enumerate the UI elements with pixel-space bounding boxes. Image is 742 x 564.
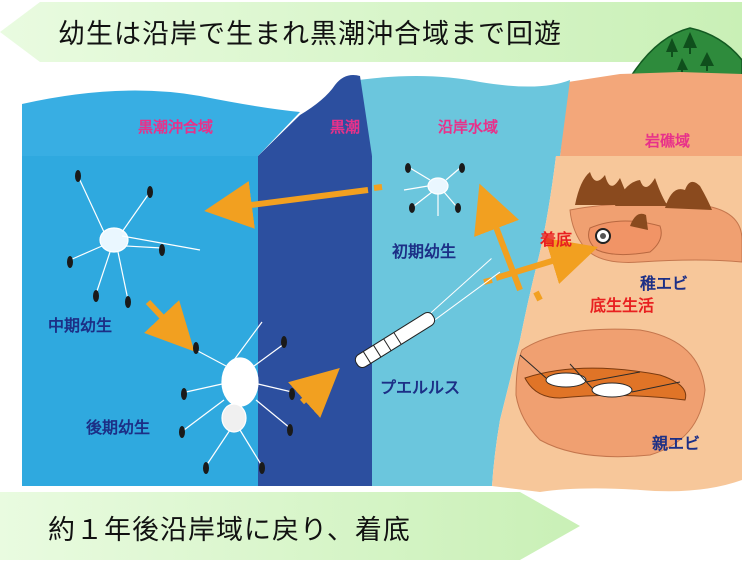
zone-label-coastal: 沿岸水域 [438, 118, 499, 136]
arrow-early-up [474, 183, 523, 292]
middle-larva-icon [69, 175, 201, 301]
offshore-zone-top [22, 90, 300, 156]
adult-lobster-icon [519, 354, 681, 398]
rocky-zone-top [560, 72, 742, 156]
top-banner-arrow [0, 2, 742, 62]
top-banner-text: 幼生は沿岸で生まれ黒潮沖合域まで回遊 [58, 19, 562, 50]
stage-label-puerulus: プエルルス [380, 378, 461, 397]
arrow-middle-to-late [144, 299, 195, 352]
kuroshio-zone-top [258, 75, 372, 156]
kuroshio-zone [258, 156, 372, 486]
coastal-zone [372, 156, 556, 486]
stage-label-early-larva: 初期幼生 [392, 242, 457, 261]
stage-label-adult: 親エビ [652, 434, 701, 453]
event-label-benthic-life: 底生生活 [590, 296, 655, 315]
bottom-banner-text: 約１年後沿岸域に戻り、着底 [48, 515, 411, 546]
seaweed-icon [575, 172, 712, 230]
zone-label-offshore: 黒潮沖合域 [138, 118, 214, 136]
late-larva-icon [183, 321, 293, 467]
event-label-settlement: 着底 [540, 230, 573, 249]
migration-arrows [144, 181, 598, 418]
stage-label-juvenile: 稚エビ [640, 274, 689, 293]
coastal-zone-top [345, 76, 570, 156]
arrow-late-to-puerulus [288, 367, 340, 418]
stage-label-middle-larva: 中期幼生 [48, 316, 113, 335]
bottom-banner-arrow [0, 492, 580, 560]
puerulus-icon [354, 258, 501, 369]
arrow-to-settlement [495, 238, 598, 284]
early-larva-icon [403, 167, 461, 216]
zone-label-rocky: 岩礁域 [645, 132, 691, 150]
arrow-dash-2 [533, 290, 543, 302]
stage-label-late-larva: 後期幼生 [86, 418, 151, 437]
arrow-dash-3 [373, 184, 383, 191]
arrow-to-offshore [204, 181, 369, 229]
zone-label-kuroshio: 黒潮 [330, 118, 361, 136]
